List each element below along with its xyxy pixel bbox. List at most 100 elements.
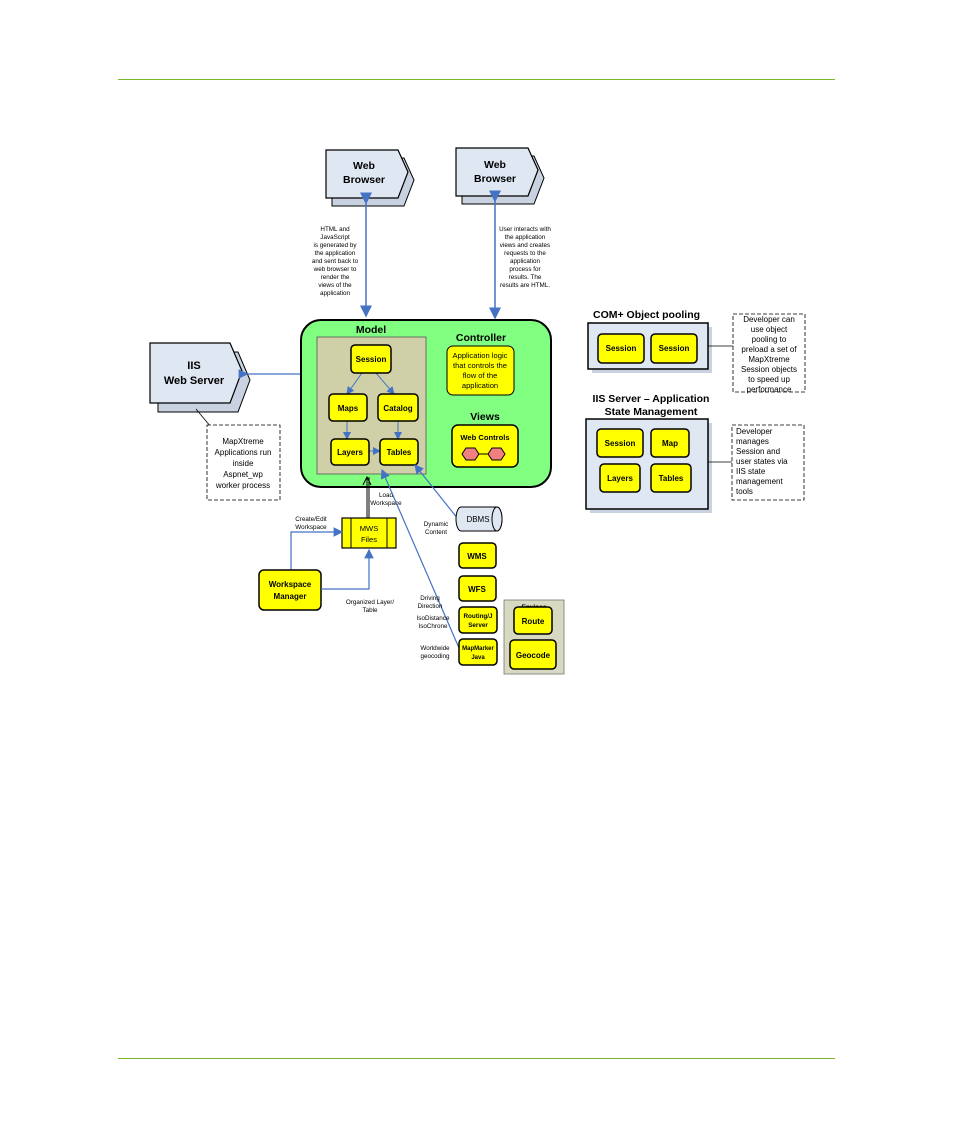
organized-label: Organized Layer/ Table: [346, 599, 395, 614]
load-workspace-label: Load Workspace: [370, 492, 402, 507]
note_html-5-text: web browser to: [313, 266, 357, 273]
iis-state-panel: Session Map Layers Tables: [585, 418, 712, 513]
tables-component: Tables: [379, 438, 419, 466]
driving-0-text: Driving: [420, 595, 440, 602]
note_html-7-text: views of the: [318, 282, 352, 289]
iis_state-note-5-text: management: [736, 477, 783, 486]
load_workspace-1-text: Workspace: [370, 500, 402, 507]
envinsa-panel: Envinsa Route Geocode: [503, 599, 565, 675]
mws_files-0-text: MWS: [360, 524, 379, 533]
routing-1-text: Server: [468, 622, 488, 629]
views-title: Views: [470, 411, 500, 423]
controller-text-2-text: flow of the: [463, 371, 498, 380]
iis_web_server-1-text: Web Server: [164, 375, 225, 387]
mapmarker-1-text: Java: [471, 655, 485, 661]
complus-session2-text: Session: [659, 344, 690, 353]
complus-title: COM+ Object pooling: [593, 309, 700, 321]
complus-note-1-text: use object: [751, 325, 788, 334]
complus-session1: [597, 333, 645, 364]
wms-box: WMS: [458, 542, 497, 569]
dynamic_content-0-text: Dynamic: [424, 521, 449, 528]
views-web_controls-text: Web Controls: [460, 433, 509, 442]
mapmarker-box: MapMarker Java: [458, 638, 498, 666]
iis_state-note-1-text: manages: [736, 437, 769, 446]
note_html-3-text: the application: [315, 250, 356, 257]
arrow-mapmarker: [380, 468, 460, 649]
envinsa-route-text: Route: [522, 617, 545, 626]
web-browser-right-line1: Web: [484, 159, 506, 171]
iis-state-title-2: State Management: [605, 406, 698, 418]
hexagon-icon: [487, 447, 506, 461]
route-box: [513, 606, 553, 635]
driving-1-text: Direction: [418, 603, 443, 610]
workspace-manager: Workspace Manager: [258, 569, 322, 611]
isodistance-0-text: IsoDistance: [417, 615, 450, 622]
note-iis-state: Developer manages Session and user state…: [731, 424, 805, 501]
complus-note-7-text: performance: [747, 385, 792, 394]
arrow-create-edit: [290, 527, 344, 570]
iis-session-box: [596, 428, 644, 458]
model-maps-text: Maps: [338, 404, 359, 413]
complus-note-5-text: Session objects: [741, 365, 797, 374]
complus-panel: Session Session: [587, 322, 712, 373]
header-rule: [118, 79, 835, 80]
workspace_manager-0-text: Workspace: [269, 580, 312, 589]
controller-text-1-text: that controls the: [453, 361, 507, 370]
create_edit-1-text: Workspace: [295, 524, 327, 531]
iis_state-note-2-text: Session and: [736, 447, 780, 456]
controller-box: Application logic that controls the flow…: [446, 345, 515, 396]
note_user-3-text: requests to the: [504, 250, 546, 257]
note_user-7-text: results are HTML.: [500, 282, 550, 289]
worldwide-1-text: geocoding: [420, 653, 450, 660]
web-controls-box: Web Controls: [451, 424, 519, 468]
wfs-text: WFS: [468, 585, 486, 594]
model-title: Model: [356, 324, 386, 336]
iis_state-note-0-text: Developer: [736, 427, 773, 436]
worldwide-0-text: Worldwide: [420, 645, 450, 652]
model-catalog-text: Catalog: [383, 404, 412, 413]
maps-component: Maps: [328, 393, 368, 422]
iis_state-session-text: Session: [605, 439, 636, 448]
iis-map-box: [650, 428, 690, 458]
envinsa-geocode-text: Geocode: [516, 651, 551, 660]
note_html-8-text: application: [320, 290, 351, 297]
note_user-6-text: results. The: [509, 274, 542, 281]
connector-iis-note: [195, 408, 212, 428]
dynamic-content-label: Dynamic Content: [424, 521, 449, 536]
note_user-2-text: views and creates: [500, 242, 550, 249]
complus-session2: [650, 333, 698, 364]
catalog-component: Catalog: [377, 393, 419, 422]
note-complus: Developer can use object pooling to prel…: [732, 313, 806, 394]
hexagon-icon: [461, 447, 480, 461]
note-iis: MapXtreme Applications run inside Aspnet…: [206, 424, 281, 501]
geocode-box: [509, 639, 557, 670]
worldwide-label: Worldwide geocoding: [420, 645, 450, 660]
note_iis-3-text: Aspnet_wp: [223, 470, 263, 479]
iis-state-title-1: IIS Server – Application: [593, 393, 710, 405]
complus-note-3-text: preload a set of: [741, 345, 797, 354]
iis-layers-box: [599, 463, 641, 493]
note-html: HTML and JavaScript is generated by the …: [312, 226, 359, 297]
note_html-4-text: and sent back to: [312, 258, 359, 265]
create_edit-0-text: Create/Edit: [295, 516, 327, 523]
note_html-1-text: JavaScript: [320, 234, 350, 241]
note_iis-4-text: worker process: [215, 481, 270, 490]
iis_state-note-3-text: user states via: [736, 457, 788, 466]
create-edit-label: Create/Edit Workspace: [295, 516, 327, 531]
web-browser-right: Web Browser: [455, 147, 545, 205]
iis_state-tables-text: Tables: [659, 474, 684, 483]
arrow-dbms: [414, 464, 459, 520]
wfs-box: WFS: [458, 575, 497, 602]
layers-component: Layers: [330, 438, 370, 466]
web-browser-left-line2: Browser: [343, 174, 385, 186]
iis_state-note-4-text: IIS state: [736, 467, 766, 476]
model-session-text: Session: [356, 355, 387, 364]
workspace_manager-1-text: Manager: [274, 592, 307, 601]
note_user-1-text: the application: [505, 234, 546, 241]
note-user: User interacts with the application view…: [499, 226, 551, 289]
iis-web-server: IIS Web Server: [149, 342, 251, 413]
iis_web_server-0-text: IIS: [187, 360, 200, 372]
session-component: Session: [350, 344, 392, 374]
isodistance-label: IsoDistance IsoChrone: [417, 615, 450, 630]
